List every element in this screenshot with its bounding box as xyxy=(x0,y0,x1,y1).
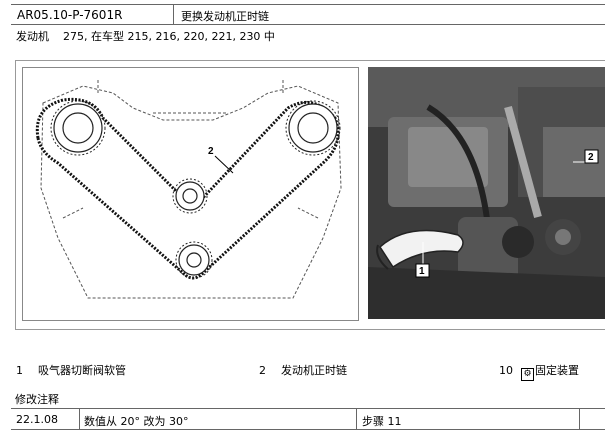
table-divider xyxy=(79,409,80,429)
engine-models: 275, 在车型 215, 216, 220, 221, 230 中 xyxy=(63,30,275,43)
legend-number: 10 xyxy=(499,364,513,377)
doc-title: 更换发动机正时链 xyxy=(181,10,269,23)
photo-callout-1: 1 xyxy=(419,266,425,277)
change-notes-table: 22.1.08 数值从 20° 改为 30° 步骤 11 xyxy=(11,408,605,430)
legend-item-2: 2 发动机正时链 xyxy=(259,362,347,378)
engine-label: 发动机 xyxy=(16,30,49,43)
table-divider xyxy=(579,409,580,429)
change-notes-heading: 修改注释 xyxy=(15,393,59,406)
note-change: 数值从 20° 改为 30° xyxy=(84,415,189,428)
photo-callout-2: 2 xyxy=(588,152,594,163)
engine-photo: 1 2 xyxy=(368,67,605,319)
legend-item-10: 10 ⚙固定装置 xyxy=(499,362,579,381)
timing-chain-diagram: 2 xyxy=(22,67,359,321)
legend-item-1: 1 吸气器切断阀软管 xyxy=(16,362,126,378)
legend-text: 发动机正时链 xyxy=(281,364,347,377)
document-header: AR05.10-P-7601R 更换发动机正时链 xyxy=(11,4,605,25)
header-divider xyxy=(173,5,174,24)
table-divider xyxy=(356,409,357,429)
legend-text: 固定装置 xyxy=(535,364,579,377)
note-date: 22.1.08 xyxy=(16,413,58,426)
fixture-symbol-icon: ⚙ xyxy=(521,368,534,381)
note-step: 步骤 11 xyxy=(362,415,402,428)
diagram-callout-2: 2 xyxy=(208,146,214,157)
applicability-line: 发动机 275, 在车型 215, 216, 220, 221, 230 中 xyxy=(16,28,275,44)
legend-text: 吸气器切断阀软管 xyxy=(38,364,126,377)
figure-frame xyxy=(15,60,605,330)
doc-code: AR05.10-P-7601R xyxy=(17,8,123,22)
legend-number: 1 xyxy=(16,364,23,377)
legend-number: 2 xyxy=(259,364,266,377)
